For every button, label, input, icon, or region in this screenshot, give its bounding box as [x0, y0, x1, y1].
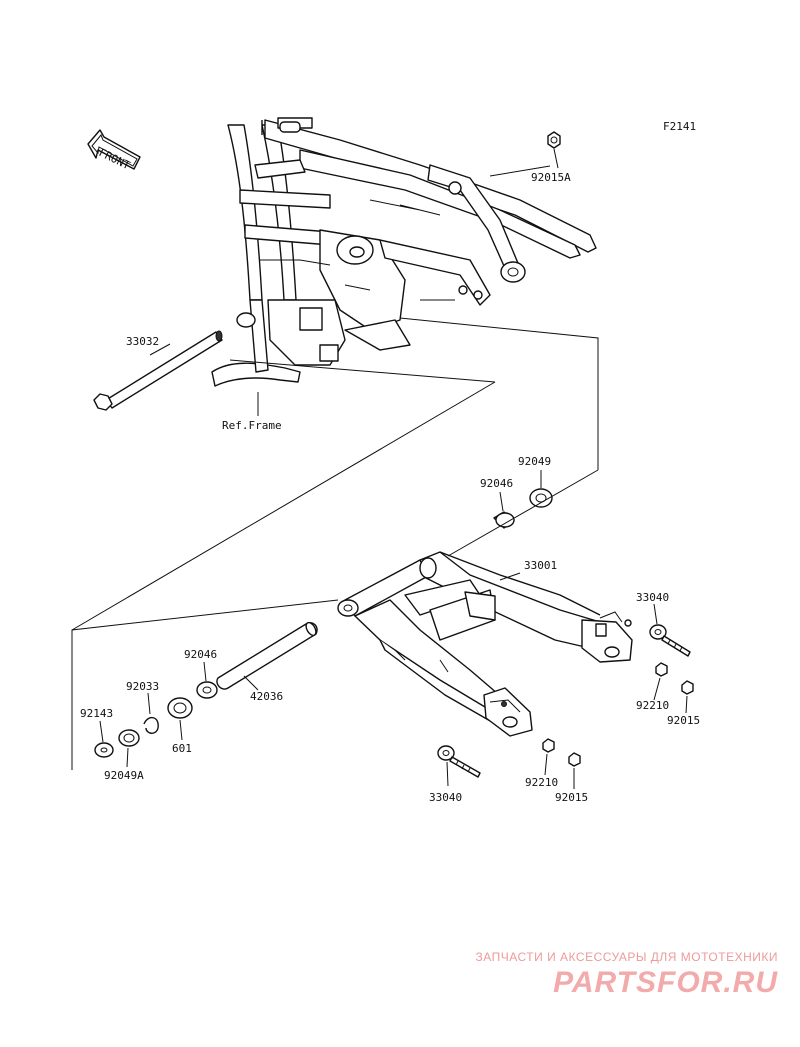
callout-labels: 92015A 33032 Ref.Frame 92049 92046 33001…	[80, 171, 700, 804]
label-92015-right: 92015	[667, 714, 700, 727]
nut-92015-right	[681, 680, 694, 695]
figure-code: F2141	[663, 120, 696, 133]
sleeve-92046-left	[196, 681, 218, 699]
swingarm-33001	[337, 551, 633, 737]
label-33040-right: 33040	[636, 591, 669, 604]
seal-92049-top	[529, 488, 553, 508]
label-601: 601	[172, 742, 192, 755]
nut-92210-bottom	[542, 738, 555, 753]
label-ref-frame: Ref.Frame	[222, 419, 282, 432]
label-92033: 92033	[126, 680, 159, 693]
watermark: ЗАПЧАСТИ И АКСЕССУАРЫ ДЛЯ МОТОТЕХНИКИ PA…	[476, 950, 778, 1000]
watermark-logo: PARTSFOR.RU	[553, 966, 778, 999]
label-92210-right: 92210	[636, 699, 669, 712]
label-92143: 92143	[80, 707, 113, 720]
watermark-subtitle: ЗАПЧАСТИ И АКСЕССУАРЫ ДЛЯ МОТОТЕХНИКИ	[475, 950, 778, 964]
label-92210-bottom: 92210	[525, 776, 558, 789]
seal-92049A	[118, 729, 140, 747]
label-33040-bottom: 33040	[429, 791, 462, 804]
label-92046-top: 92046	[480, 477, 513, 490]
shaft-42036	[216, 621, 318, 690]
front-arrow-icon: FRONT	[87, 129, 141, 172]
leader-lines	[71, 148, 688, 789]
sleeve-92046-top	[493, 511, 515, 529]
frame-illustration	[211, 117, 597, 387]
bearing-601	[167, 697, 193, 719]
nut-92015-bottom	[568, 752, 581, 767]
nut-92210-right	[655, 662, 668, 677]
label-92015A: 92015A	[531, 171, 571, 184]
circlip-92033	[143, 717, 159, 734]
pivot-shaft-33032	[93, 330, 223, 411]
chain-adjuster-33040-bottom	[437, 745, 481, 778]
label-92046-left: 92046	[184, 648, 217, 661]
washer-92143	[94, 742, 114, 758]
label-42036: 42036	[250, 690, 283, 703]
label-33032: 33032	[126, 335, 159, 348]
label-92049A: 92049A	[104, 769, 144, 782]
chain-adjuster-33040-right	[649, 624, 691, 657]
label-92049-top: 92049	[518, 455, 551, 468]
label-92015-bottom: 92015	[555, 791, 588, 804]
label-33001: 33001	[524, 559, 557, 572]
